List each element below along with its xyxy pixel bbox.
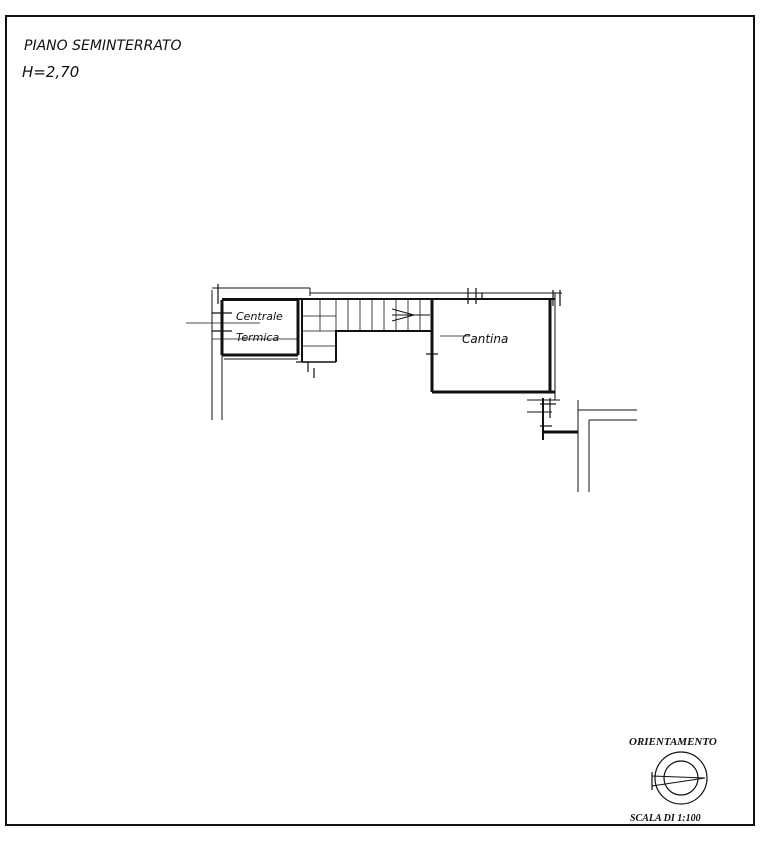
floor-plan: Centrale Termica Cantina (186, 284, 637, 492)
sheet-border (5, 15, 755, 826)
compass-icon (651, 751, 708, 805)
floor-title: PIANO SEMINTERRATO (24, 38, 182, 54)
room-label-termica: Termica (236, 331, 279, 344)
orientation-label: ORIENTAMENTO (629, 736, 717, 748)
room-label-centrale: Centrale (236, 310, 283, 323)
room-label-cantina: Cantina (462, 332, 508, 346)
height-label: H=2,70 (22, 63, 79, 81)
scale-label: SCALA DI 1:100 (630, 813, 701, 824)
